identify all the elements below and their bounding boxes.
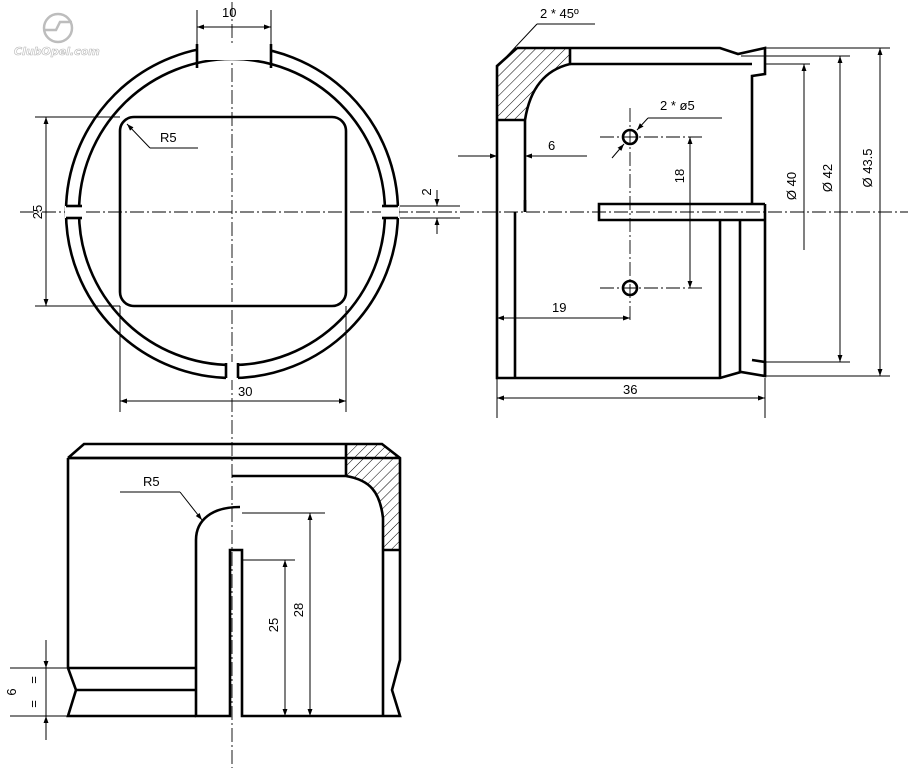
dim-window-width: 30 [238,384,252,399]
window-opening [118,115,348,308]
dim-slot-depth: 25 [266,618,281,632]
dim-chamfer: 2 * 45º [540,6,579,21]
section-view: R5 25 28 6 = = [4,442,402,740]
dim-slot-width: 2 [419,188,434,195]
dim-top-width: 10 [222,5,236,20]
dim-section-radius: R5 [143,474,160,489]
dim-dia-inner: Ø 40 [784,172,799,200]
dim-hole-offset: 19 [552,300,566,315]
watermark-logo: ClubOpel.com [14,12,100,58]
dim-groove: 6 [4,688,19,695]
dim-dia-outer: Ø 43.5 [860,148,875,187]
dim-window-height: 25 [30,205,45,219]
dim-wall: 6 [548,138,555,153]
dim-hole-spacing: 18 [672,169,687,183]
dim-length: 36 [623,382,637,397]
dim-dia-mid: Ø 42 [820,164,835,192]
side-view: 2 * 45º 2 * ø5 6 18 19 36 Ø 40 Ø 42 Ø 43… [458,6,890,418]
dim-radius: R5 [160,130,177,145]
dim-equal-bottom: = [26,700,41,708]
dim-equal-top: = [26,676,41,684]
watermark-text: ClubOpel.com [14,45,100,58]
dim-slot-total: 28 [291,603,306,617]
dim-holes: 2 * ø5 [660,98,695,113]
front-view: 10 R5 25 2 30 [20,2,908,768]
